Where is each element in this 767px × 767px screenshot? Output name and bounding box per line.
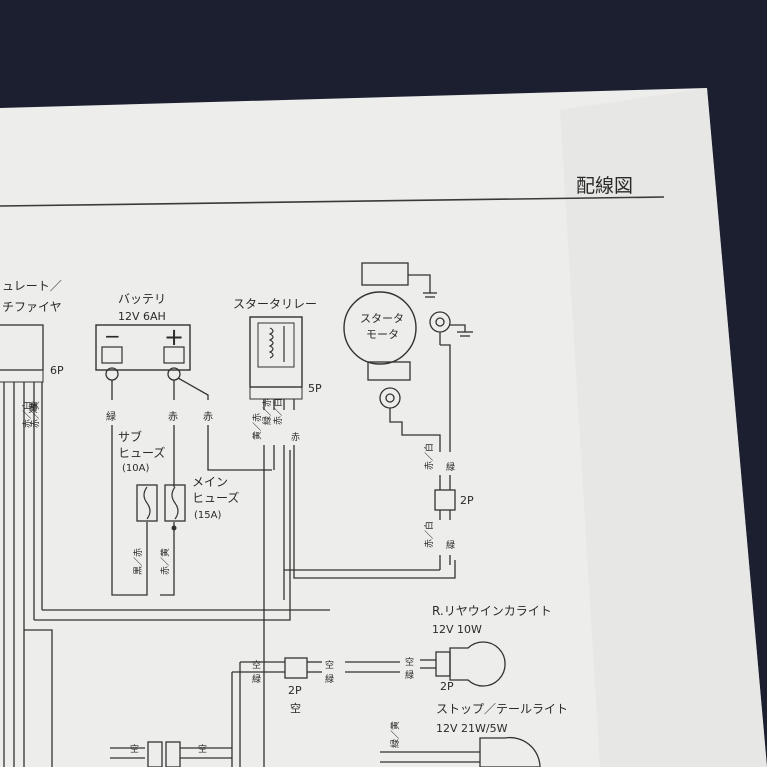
stop-tail-name: ストップ／テールライト: [436, 702, 568, 716]
starter-motor-top-block: [361, 262, 409, 286]
main-fuse-element: [171, 486, 179, 520]
fuse-junction: [171, 525, 177, 531]
battery-name: バッテリ: [118, 292, 166, 306]
conn-right-body: [284, 475, 456, 571]
starter-motor-label-2: モータ: [366, 328, 399, 341]
relay-wire-label-2: 緑／赤: [261, 398, 273, 425]
header-rule: [0, 196, 665, 207]
battery-minus-sign: −: [104, 324, 121, 348]
starter-relay-name: スタータリレー: [233, 297, 317, 311]
starter-motor-bottom-block: [367, 361, 411, 381]
paper-shade: [560, 88, 767, 767]
mid-connector-wires: [231, 657, 400, 767]
stop-tail-spec: 12V 21W/5W: [436, 722, 508, 735]
relay-wire-label-1: 黄／赤: [251, 413, 263, 440]
battery-plus-sign: +: [164, 323, 184, 351]
mid-conn-sub: 空: [290, 701, 301, 715]
conn-right-wire-top-1: 赤／白: [423, 443, 435, 470]
bottom-conn-wire-right: 空: [198, 743, 207, 755]
battery-body: [95, 324, 191, 371]
mid-conn-wire-right-2: 緑: [325, 673, 334, 685]
starter-relay-inner: [257, 322, 295, 368]
mid-conn-wire-left-1: 空: [252, 659, 261, 671]
battery-spec: 12V 6AH: [118, 310, 166, 323]
battery-plus-terminal: [163, 346, 185, 364]
battery-wire-label-2: 赤: [168, 411, 178, 423]
conn-right-wire-bottom-1: 赤／白: [423, 521, 435, 548]
conn-right-wire-bottom-2: 緑: [446, 539, 455, 551]
mid-conn-wire-right-1: 空: [325, 659, 334, 671]
page-title: 配線図: [576, 175, 633, 197]
conn-right-wire-top-2: 緑: [446, 461, 455, 473]
left-component-label-1: ュレート／: [2, 279, 62, 293]
sub-fuse-body: [136, 484, 158, 522]
battery-minus-terminal: [101, 346, 123, 364]
main-fuse-rating: (15A): [194, 510, 221, 521]
battery-wire-label-1: 緑: [106, 410, 116, 423]
main-fuse-body: [164, 484, 186, 522]
rear-winker-spec: 12V 10W: [432, 623, 482, 636]
stop-tail-wire: 緑／黄: [389, 721, 401, 748]
sub-fuse-rating: (10A): [122, 463, 149, 474]
starter-relay-pins: 5P: [308, 382, 322, 395]
rear-winker-wire-2: 緑: [405, 669, 414, 681]
left-wire-label-3: 赤／黄: [29, 401, 41, 428]
main-fuse-label-2: ヒューズ: [192, 490, 239, 505]
mid-conn-wire-left-2: 緑: [252, 673, 261, 685]
left-wire-label-1: 黄: [28, 402, 38, 415]
conn-right-label: 2P: [460, 494, 474, 507]
starter-motor-body: [343, 291, 417, 365]
relay-wire-label-3: 赤／白: [272, 398, 284, 425]
starter-relay-wires: [263, 399, 456, 767]
left-component-pins: 6P: [50, 364, 64, 377]
fuse-wire-label-2: 赤／黄: [159, 548, 171, 575]
bottom-conn-wire-left: 空: [130, 743, 139, 755]
battery-wire-label-3: 赤: [203, 411, 213, 423]
rear-winker-wire-1: 空: [405, 656, 414, 668]
sub-fuse-label-2: ヒューズ: [118, 445, 165, 460]
main-fuse-label-1: メイン: [192, 475, 228, 489]
rear-winker-name: R.リヤウインカライト: [432, 604, 552, 618]
left-wire-label-2: 赤／白: [21, 401, 33, 428]
starter-motor-label-1: スタータ: [360, 312, 404, 325]
bottom-connector: [110, 741, 232, 767]
left-component-connector: [0, 369, 44, 383]
starter-motor-terminals: [379, 274, 473, 452]
sub-fuse-label-1: サブ: [118, 429, 142, 444]
mid-conn-label: 2P: [288, 684, 302, 697]
battery-wires: [105, 367, 272, 596]
fuse-wire-label-1: 黒／赤: [133, 548, 144, 575]
rear-winker-lamp: [420, 641, 506, 687]
left-wires: [3, 382, 330, 767]
rear-winker-connector: 2P: [440, 680, 454, 693]
sub-fuse-element: [143, 486, 151, 520]
left-component-label-2: チファイヤ: [2, 300, 62, 314]
starter-relay-connector: [249, 386, 303, 400]
relay-wire-label-4: 赤: [291, 432, 300, 443]
starter-relay-coil: [268, 327, 274, 359]
